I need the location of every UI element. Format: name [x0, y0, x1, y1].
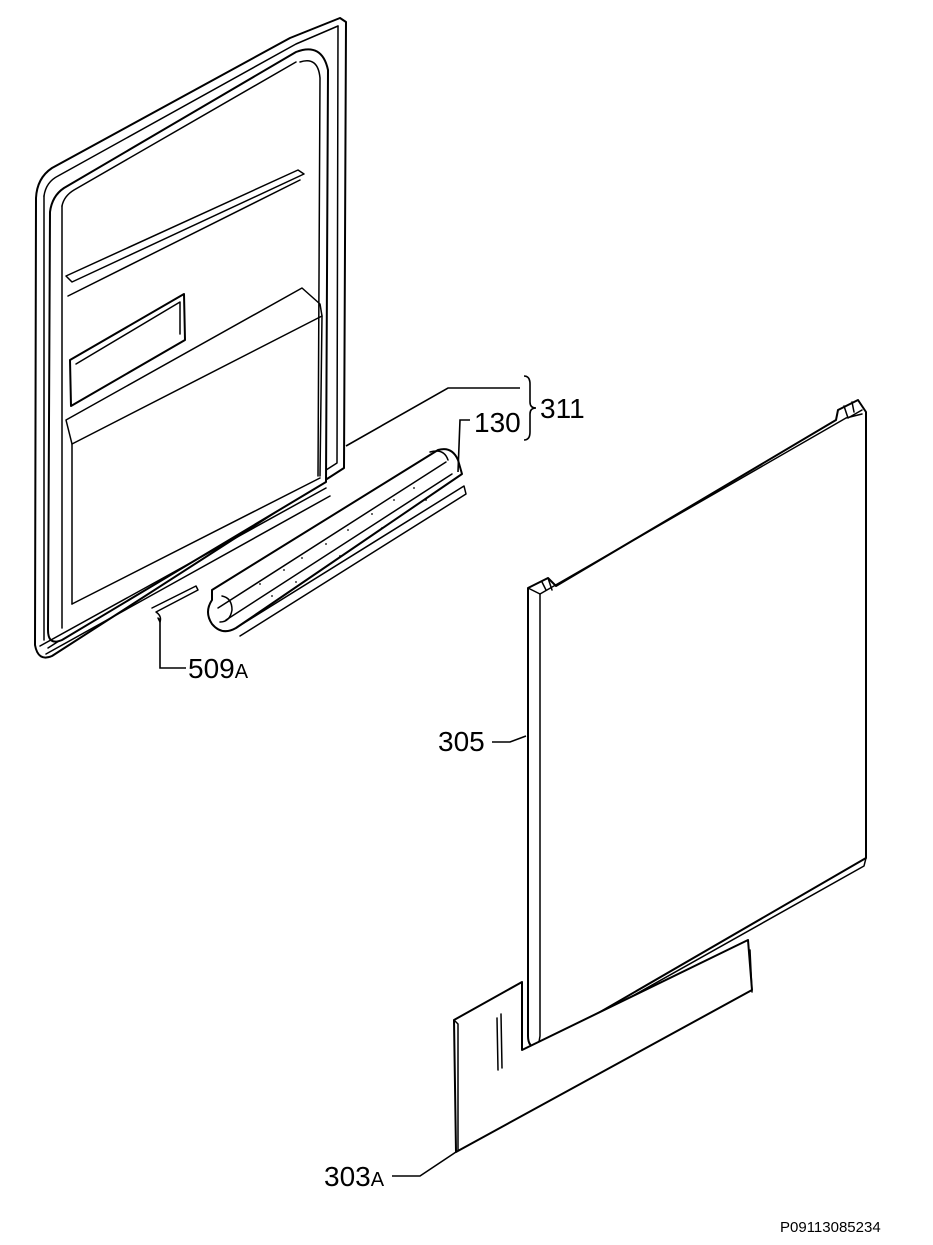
leader-lines: [159, 375, 537, 1177]
inner-door-panel: [34, 17, 347, 659]
gasket-texture: [259, 487, 427, 597]
reference-code: P09113085234: [780, 1219, 881, 1236]
bracket-311: [523, 375, 537, 441]
leader-311: [345, 387, 520, 447]
label-130: 130: [474, 407, 521, 438]
label-509a: 509A: [188, 653, 249, 684]
outer-door-panel: [527, 399, 867, 1049]
door-gasket: [207, 448, 467, 637]
leader-130: [457, 419, 470, 473]
label-303a: 303A: [324, 1161, 385, 1192]
label-305: 305: [438, 726, 485, 757]
leader-509a: [159, 618, 186, 669]
leader-305: [492, 735, 527, 743]
leader-303a: [392, 1151, 457, 1177]
label-311: 311: [540, 393, 585, 424]
